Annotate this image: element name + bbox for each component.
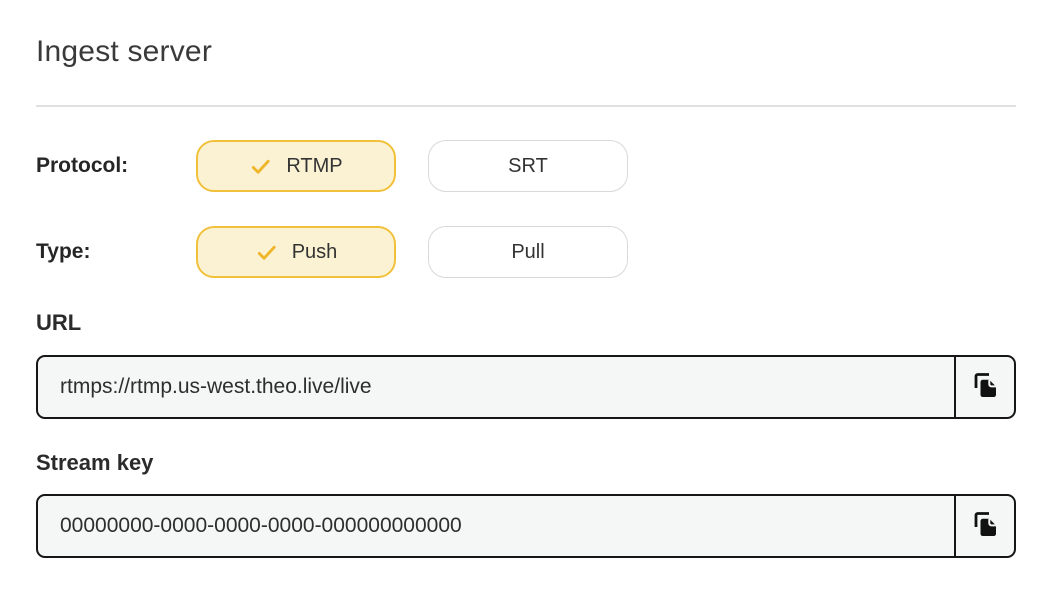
protocol-option-rtmp[interactable]: RTMP [196,140,396,192]
protocol-row: Protocol: RTMP SRT [36,140,1016,192]
stream-key-input[interactable] [38,496,954,556]
type-label: Type: [36,240,91,263]
type-option-pull[interactable]: Pull [428,226,628,278]
stream-key-copy-button[interactable] [956,496,1014,556]
type-option-pull-label: Pull [511,240,545,263]
check-icon [249,155,272,178]
url-copy-button[interactable] [956,357,1014,417]
protocol-toggle-group: RTMP SRT [196,140,628,192]
type-option-push-label: Push [291,240,338,263]
protocol-option-srt[interactable]: SRT [428,140,628,192]
page-title: Ingest server [36,35,213,68]
field-separator [954,496,956,556]
stream-key-label: Stream key [36,450,154,475]
url-input[interactable] [38,357,954,417]
url-field [36,355,1016,419]
check-icon [255,241,278,264]
protocol-option-rtmp-label: RTMP [286,154,343,177]
field-separator [954,357,956,417]
type-row: Type: Push Pull [36,226,1016,278]
type-toggle-group: Push Pull [196,226,628,278]
divider [36,105,1016,107]
stream-key-field [36,494,1016,558]
protocol-label: Protocol: [36,154,129,177]
url-label: URL [36,310,82,335]
protocol-option-srt-label: SRT [508,154,548,177]
copy-icon [972,371,999,403]
copy-icon [972,510,999,542]
type-option-push[interactable]: Push [196,226,396,278]
